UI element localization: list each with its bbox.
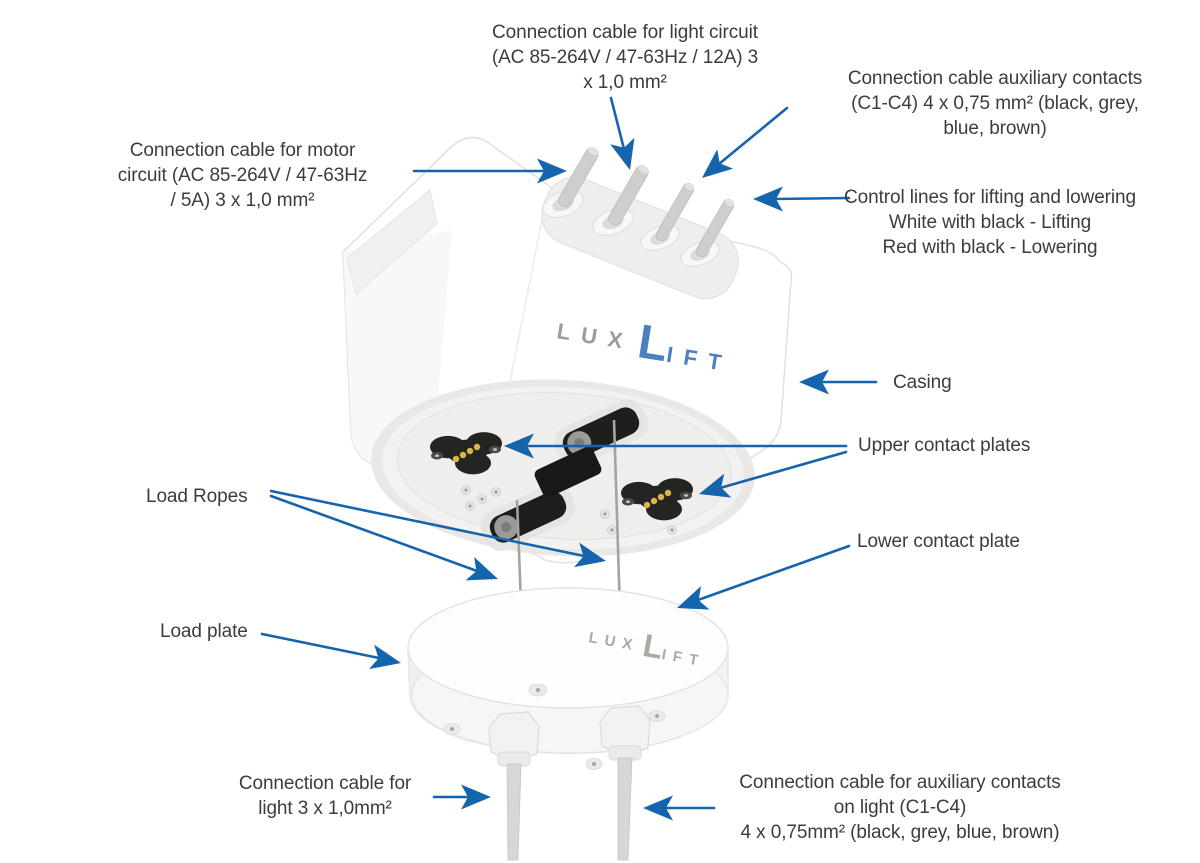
label-light-cable: Connection cable for light 3 x 1,0mm² [210, 771, 440, 821]
label-line: Casing [893, 372, 952, 393]
gland-right [599, 705, 651, 761]
arrow-load-plate [260, 632, 401, 670]
label-line: Red with black - Lowering [882, 237, 1098, 258]
label-line: Load Ropes [146, 486, 248, 507]
gland-left [488, 711, 540, 767]
arrow-casing [799, 369, 878, 395]
upper-contact-plate-right [621, 478, 693, 521]
arrow-control-lines [753, 186, 851, 212]
label-casing: Casing [893, 370, 1053, 395]
arrow-load-rope-right [269, 489, 606, 568]
cable-control-lines [695, 198, 735, 258]
cable-aux-contacts [655, 182, 695, 242]
arrow-aux-contacts [702, 106, 789, 178]
arrow-load-rope-left [269, 494, 498, 581]
label-control-lines: Control lines for lifting and lowering W… [800, 185, 1180, 260]
load-rope-right [612, 419, 622, 613]
arrow-motor-circuit [412, 158, 567, 184]
top-cables [558, 146, 735, 258]
arrow-lower-contact-plate [677, 544, 851, 610]
label-line: / 5A) 3 x 1,0 mm² [170, 190, 315, 211]
arrow-upper-plate-left [504, 433, 848, 459]
arrow-upper-plate-right [699, 450, 848, 498]
casing-underside-plate [371, 379, 755, 557]
label-line: Upper contact plates [858, 435, 1031, 456]
cable-light-circuit [608, 164, 649, 226]
label-motor-circuit: Connection cable for motor circuit (AC 8… [75, 138, 410, 213]
label-line: x 1,0 mm² [583, 72, 667, 93]
label-line: light 3 x 1,0mm² [258, 798, 392, 819]
label-load-plate: Load plate [160, 619, 300, 644]
arrow-light-cable [432, 784, 491, 810]
label-line: Lower contact plate [857, 531, 1020, 552]
label-upper-contact-plates: Upper contact plates [858, 433, 1108, 458]
center-block [534, 446, 602, 498]
label-line: on light (C1-C4) [833, 797, 967, 818]
arrow-light-circuit [609, 96, 635, 170]
cable-motor-circuit [558, 146, 599, 208]
label-line: Connection cable auxiliary contacts [847, 68, 1143, 89]
cable-tray [541, 176, 739, 300]
label-lower-contact-plate: Lower contact plate [857, 529, 1107, 554]
label-light-circuit: Connection cable for light circuit (AC 8… [440, 20, 810, 95]
label-line: blue, brown) [943, 118, 1047, 139]
bottom-cables [506, 757, 633, 861]
label-line: Load plate [160, 621, 248, 642]
casing-tower-notch [346, 189, 438, 295]
label-line: (AC 85-264V / 47-63Hz / 12A) 3 [491, 47, 759, 68]
label-line: (C1-C4) 4 x 0,75 mm² (black, grey, [851, 93, 1139, 114]
label-line: 4 x 0,75mm² (black, grey, blue, brown) [740, 822, 1060, 843]
load-plate-holes [443, 683, 666, 770]
label-line: Control lines for lifting and lowering [844, 187, 1136, 208]
label-line: White with black - Lifting [888, 212, 1092, 233]
rope-slot-lower [480, 482, 576, 552]
label-line: Connection cable for auxiliary contacts [739, 772, 1061, 793]
arrow-aux-cable [643, 795, 716, 821]
label-line: circuit (AC 85-264V / 47-63Hz [117, 165, 368, 186]
label-load-ropes: Load Ropes [146, 484, 286, 509]
cable-light-bottom [506, 763, 522, 861]
label-line: Connection cable for motor [129, 140, 356, 161]
label-aux-cable: Connection cable for auxiliary contacts … [700, 770, 1100, 845]
upper-contact-plate-left [430, 432, 502, 475]
label-line: Connection cable for [238, 773, 412, 794]
callout-arrows [260, 96, 878, 821]
load-plate-body: LUX L IFT [407, 587, 729, 861]
label-line: Connection cable for light circuit [492, 22, 758, 43]
cable-aux-bottom [617, 757, 633, 861]
label-aux-contacts: Connection cable auxiliary contacts (C1-… [795, 66, 1195, 141]
